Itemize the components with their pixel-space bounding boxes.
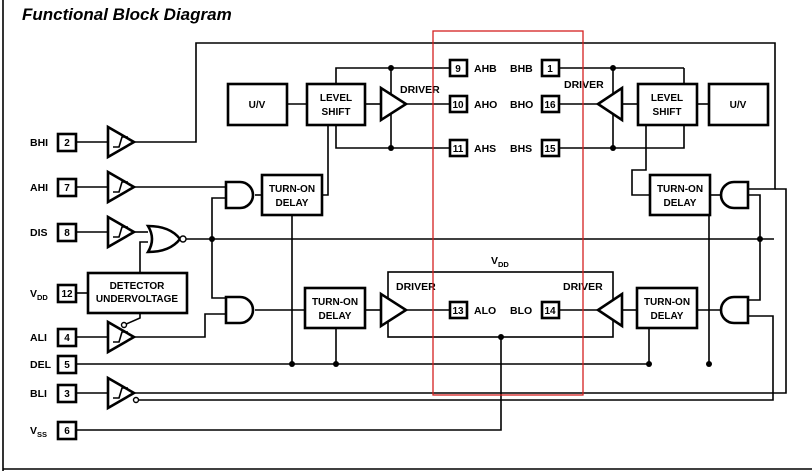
pin-box-9 bbox=[448, 58, 469, 78]
level-shift-label: LEVEL bbox=[320, 93, 352, 104]
pin-num-16: 16 bbox=[544, 100, 556, 111]
pin-box-14 bbox=[540, 300, 561, 320]
uv-label: U/V bbox=[730, 100, 747, 111]
pin-num-13: 13 bbox=[452, 306, 464, 317]
pin-label-ahb: AHB bbox=[474, 63, 497, 75]
pin-box-11 bbox=[448, 138, 469, 158]
pin-label-dis: DIS bbox=[30, 227, 48, 239]
turn-on-delay-label: TURN-ON bbox=[269, 184, 315, 195]
driver-triangle-icon bbox=[595, 85, 624, 123]
turn-on-delay-label: TURN-ON bbox=[657, 184, 703, 195]
pin-num-6: 6 bbox=[64, 426, 70, 437]
pin-label-vss: VSS bbox=[30, 425, 47, 439]
pin-num-15: 15 bbox=[544, 144, 556, 155]
turn-on-delay-label: TURN-ON bbox=[312, 297, 358, 308]
schmitt-buffer-icon bbox=[106, 169, 137, 205]
input-buffers bbox=[106, 124, 140, 411]
pin-box-6 bbox=[56, 420, 78, 441]
pin-box-16 bbox=[540, 94, 561, 114]
pin-num-3: 3 bbox=[64, 389, 70, 400]
pin-label-ahs: AHS bbox=[474, 143, 496, 155]
junction-dots bbox=[209, 65, 763, 367]
pin-label-bho: BHO bbox=[510, 99, 533, 111]
pin-box-7 bbox=[56, 177, 78, 198]
turn-on-delay-block bbox=[635, 286, 699, 330]
wiring bbox=[77, 42, 787, 431]
pin-label-bhb: BHB bbox=[510, 63, 533, 75]
schmitt-buffer-icon bbox=[106, 319, 137, 355]
pin-box-15 bbox=[540, 138, 561, 158]
and-gate-icon bbox=[719, 180, 750, 210]
turn-on-delay-label: TURN-ON bbox=[644, 297, 690, 308]
turn-on-delay-label: DELAY bbox=[276, 198, 309, 209]
pin-box-1 bbox=[540, 58, 561, 78]
pin-num-14: 14 bbox=[544, 306, 556, 317]
pin-num-9: 9 bbox=[455, 64, 461, 75]
pin-box-10 bbox=[448, 94, 469, 114]
pin-num-11: 11 bbox=[453, 144, 464, 155]
pin-num-2: 2 bbox=[64, 138, 70, 149]
pin-box-5 bbox=[56, 354, 78, 375]
pin-label-bhi: BHI bbox=[30, 137, 48, 149]
pin-label-bli: BLI bbox=[30, 388, 47, 400]
pin-box-2 bbox=[56, 132, 78, 153]
driver-triangle-icon bbox=[595, 291, 624, 329]
detector-line2: UNDERVOLTAGE bbox=[96, 294, 179, 305]
driver-label: DRIVER bbox=[396, 281, 436, 293]
highlight-rectangle bbox=[432, 30, 584, 396]
driver-triangle-icon bbox=[379, 291, 409, 329]
level-shift-label: SHIFT bbox=[653, 107, 682, 118]
turn-on-delay-label: DELAY bbox=[319, 311, 352, 322]
pin-box-12 bbox=[56, 283, 78, 304]
vdd-rail-label: VDD bbox=[491, 255, 509, 269]
uv-label: U/V bbox=[249, 100, 266, 111]
level-shift-label: SHIFT bbox=[322, 107, 351, 118]
level-shift-block bbox=[305, 82, 367, 127]
pin-box-3 bbox=[56, 383, 78, 404]
and-gate-icon bbox=[224, 295, 255, 325]
schmitt-buffer-icon bbox=[106, 214, 137, 250]
and-gate-icon bbox=[224, 180, 255, 210]
pin-label-del: DEL bbox=[30, 359, 52, 371]
pin-label-vdd: VDD bbox=[30, 288, 48, 302]
driver-label: DRIVER bbox=[400, 84, 440, 96]
pin-label-bhs: BHS bbox=[510, 143, 532, 155]
pin-num-10: 10 bbox=[452, 100, 464, 111]
left-pins: BHI 2 AHI 7 DIS 8 VDD 12 ALI 4 DEL 5 BLI… bbox=[30, 132, 78, 441]
turn-on-delay-block bbox=[648, 173, 712, 217]
uv-block bbox=[707, 82, 770, 127]
pin-label-ahi: AHI bbox=[30, 182, 48, 194]
and-gate-icon bbox=[719, 295, 750, 325]
uv-block bbox=[226, 82, 289, 127]
turn-on-delay-block bbox=[303, 286, 367, 330]
pin-label-blo: BLO bbox=[510, 305, 532, 317]
level-shift-block bbox=[636, 82, 699, 127]
driver-triangle-icon bbox=[379, 85, 409, 123]
schmitt-buffer-icon bbox=[106, 124, 137, 160]
level-shift-label: LEVEL bbox=[651, 93, 683, 104]
schmitt-buffer-icon bbox=[106, 375, 140, 411]
pin-box-13 bbox=[448, 300, 469, 320]
pin-num-1: 1 bbox=[547, 64, 553, 75]
center-pins: 9 AHB 10 AHO 11 AHS BHB 1 BHO 16 BHS 15 … bbox=[448, 58, 561, 320]
pin-box-4 bbox=[56, 327, 78, 348]
pin-num-4: 4 bbox=[64, 333, 70, 344]
nor-gate-icon bbox=[145, 224, 187, 254]
pin-num-12: 12 bbox=[61, 289, 73, 300]
pin-num-7: 7 bbox=[64, 183, 70, 194]
pin-num-5: 5 bbox=[64, 360, 70, 371]
turn-on-delay-block bbox=[260, 173, 324, 217]
turn-on-delay-label: DELAY bbox=[664, 198, 697, 209]
pin-box-8 bbox=[56, 222, 78, 243]
diagram-title: Functional Block Diagram bbox=[22, 5, 232, 24]
pin-num-8: 8 bbox=[64, 228, 70, 239]
pin-label-aho: AHO bbox=[474, 99, 497, 111]
driver-label: DRIVER bbox=[564, 79, 604, 91]
turn-on-delay-label: DELAY bbox=[651, 311, 684, 322]
detector-line1: DETECTOR bbox=[110, 281, 166, 292]
pin-label-ali: ALI bbox=[30, 332, 47, 344]
pin-label-alo: ALO bbox=[474, 305, 496, 317]
undervoltage-detector-block bbox=[86, 271, 189, 315]
